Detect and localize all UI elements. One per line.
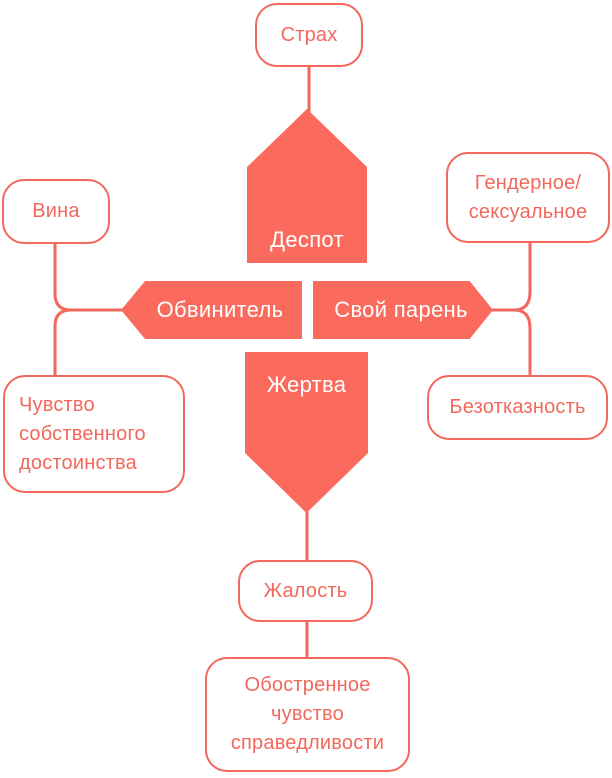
node-gender-sexual-label: Гендерное/ сексуальное — [468, 171, 588, 223]
node-pity-label: Жалость — [263, 579, 348, 602]
node-guilt-label: Вина — [32, 200, 80, 222]
node-despot-label: Деспот — [270, 227, 344, 252]
node-compliance: Безотказность — [427, 375, 608, 440]
node-compliance-label: Безотказность — [449, 396, 586, 418]
node-victim-label: Жертва — [266, 372, 347, 397]
node-accuser-arrow-left: Обвинитель — [121, 281, 302, 339]
connector-guilt-accuser — [53, 242, 123, 312]
node-justice-label: Обостренное чувство справедливости — [230, 674, 385, 754]
connector-goodguy-compliance — [513, 308, 532, 377]
connector-accuser-dignity — [53, 308, 72, 378]
node-pity: Жалость — [238, 560, 373, 622]
node-accuser-label: Обвинитель — [156, 297, 284, 322]
node-good-guy-arrow-right: Свой парень — [313, 281, 493, 339]
node-fear-label: Страх — [280, 23, 338, 46]
node-dignity-label: Чувство собственного достоинства — [19, 393, 146, 474]
node-fear: Страх — [255, 3, 363, 67]
connector-gender-goodguy — [490, 241, 532, 312]
node-guilt: Вина — [2, 179, 110, 244]
node-justice: Обостренное чувство справедливости — [205, 657, 410, 772]
node-gender-sexual: Гендерное/ сексуальное — [446, 152, 610, 243]
node-good-guy-label: Свой парень — [334, 297, 468, 322]
node-dignity: Чувство собственного достоинства — [3, 375, 185, 493]
